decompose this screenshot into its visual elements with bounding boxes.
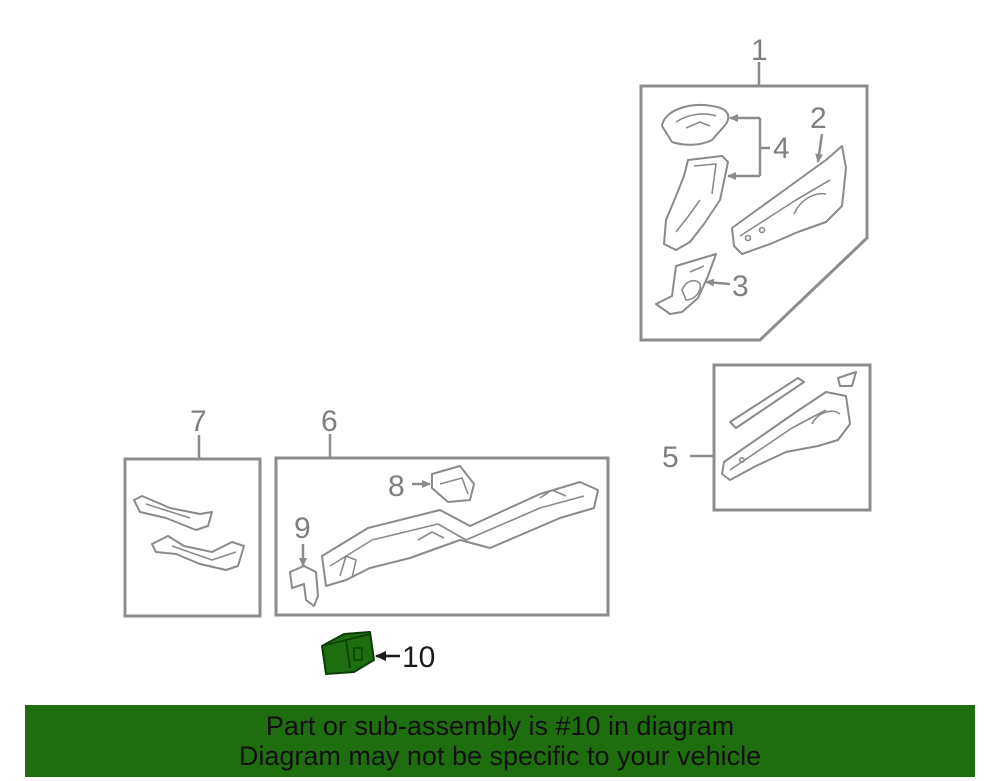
banner-line-2: Diagram may not be specific to your vehi… bbox=[238, 741, 762, 771]
assembly-group-6: 6 8 9 bbox=[274, 405, 610, 617]
assembly-group-1: 1 4 2 bbox=[639, 34, 869, 342]
callout-10: 10 bbox=[402, 641, 435, 674]
part-4-upper-cap bbox=[661, 104, 730, 146]
callout-2-arrow bbox=[815, 133, 824, 163]
group-1-box bbox=[639, 84, 869, 342]
part-6-frame-rail bbox=[321, 481, 599, 587]
callout-6: 6 bbox=[321, 405, 338, 438]
part-8-bracket bbox=[431, 465, 475, 503]
part-10-highlighted[interactable] bbox=[321, 631, 375, 675]
part-2-rail bbox=[731, 145, 847, 255]
callout-7: 7 bbox=[190, 405, 207, 438]
callout-9: 9 bbox=[294, 512, 311, 545]
banner-line-1: Part or sub-assembly is #10 in diagram bbox=[265, 711, 735, 741]
assembly-group-5: 5 bbox=[662, 363, 872, 512]
part-5-rail bbox=[721, 391, 851, 481]
part-4-pillar bbox=[663, 155, 729, 251]
assembly-group-7: 7 bbox=[123, 405, 262, 618]
group-7-box bbox=[123, 457, 262, 618]
callout-2: 2 bbox=[810, 102, 827, 135]
callout-3: 3 bbox=[732, 270, 749, 303]
callout-4: 4 bbox=[773, 132, 790, 165]
group-6-box bbox=[274, 456, 610, 617]
group-5-box bbox=[712, 363, 872, 512]
callout-3-arrow bbox=[705, 278, 731, 287]
callout-5: 5 bbox=[662, 441, 679, 474]
callout-8: 8 bbox=[388, 470, 405, 503]
part-3-bracket bbox=[655, 253, 717, 315]
callout-1: 1 bbox=[751, 34, 768, 67]
part-7-lower-bracket bbox=[151, 535, 245, 571]
part-7-upper-bracket bbox=[133, 495, 213, 531]
part-5-strip bbox=[729, 377, 805, 429]
part-9-brace bbox=[289, 565, 319, 607]
info-banner: Part or sub-assembly is #10 in diagram D… bbox=[25, 705, 975, 777]
part-5-small-clip bbox=[837, 371, 857, 387]
